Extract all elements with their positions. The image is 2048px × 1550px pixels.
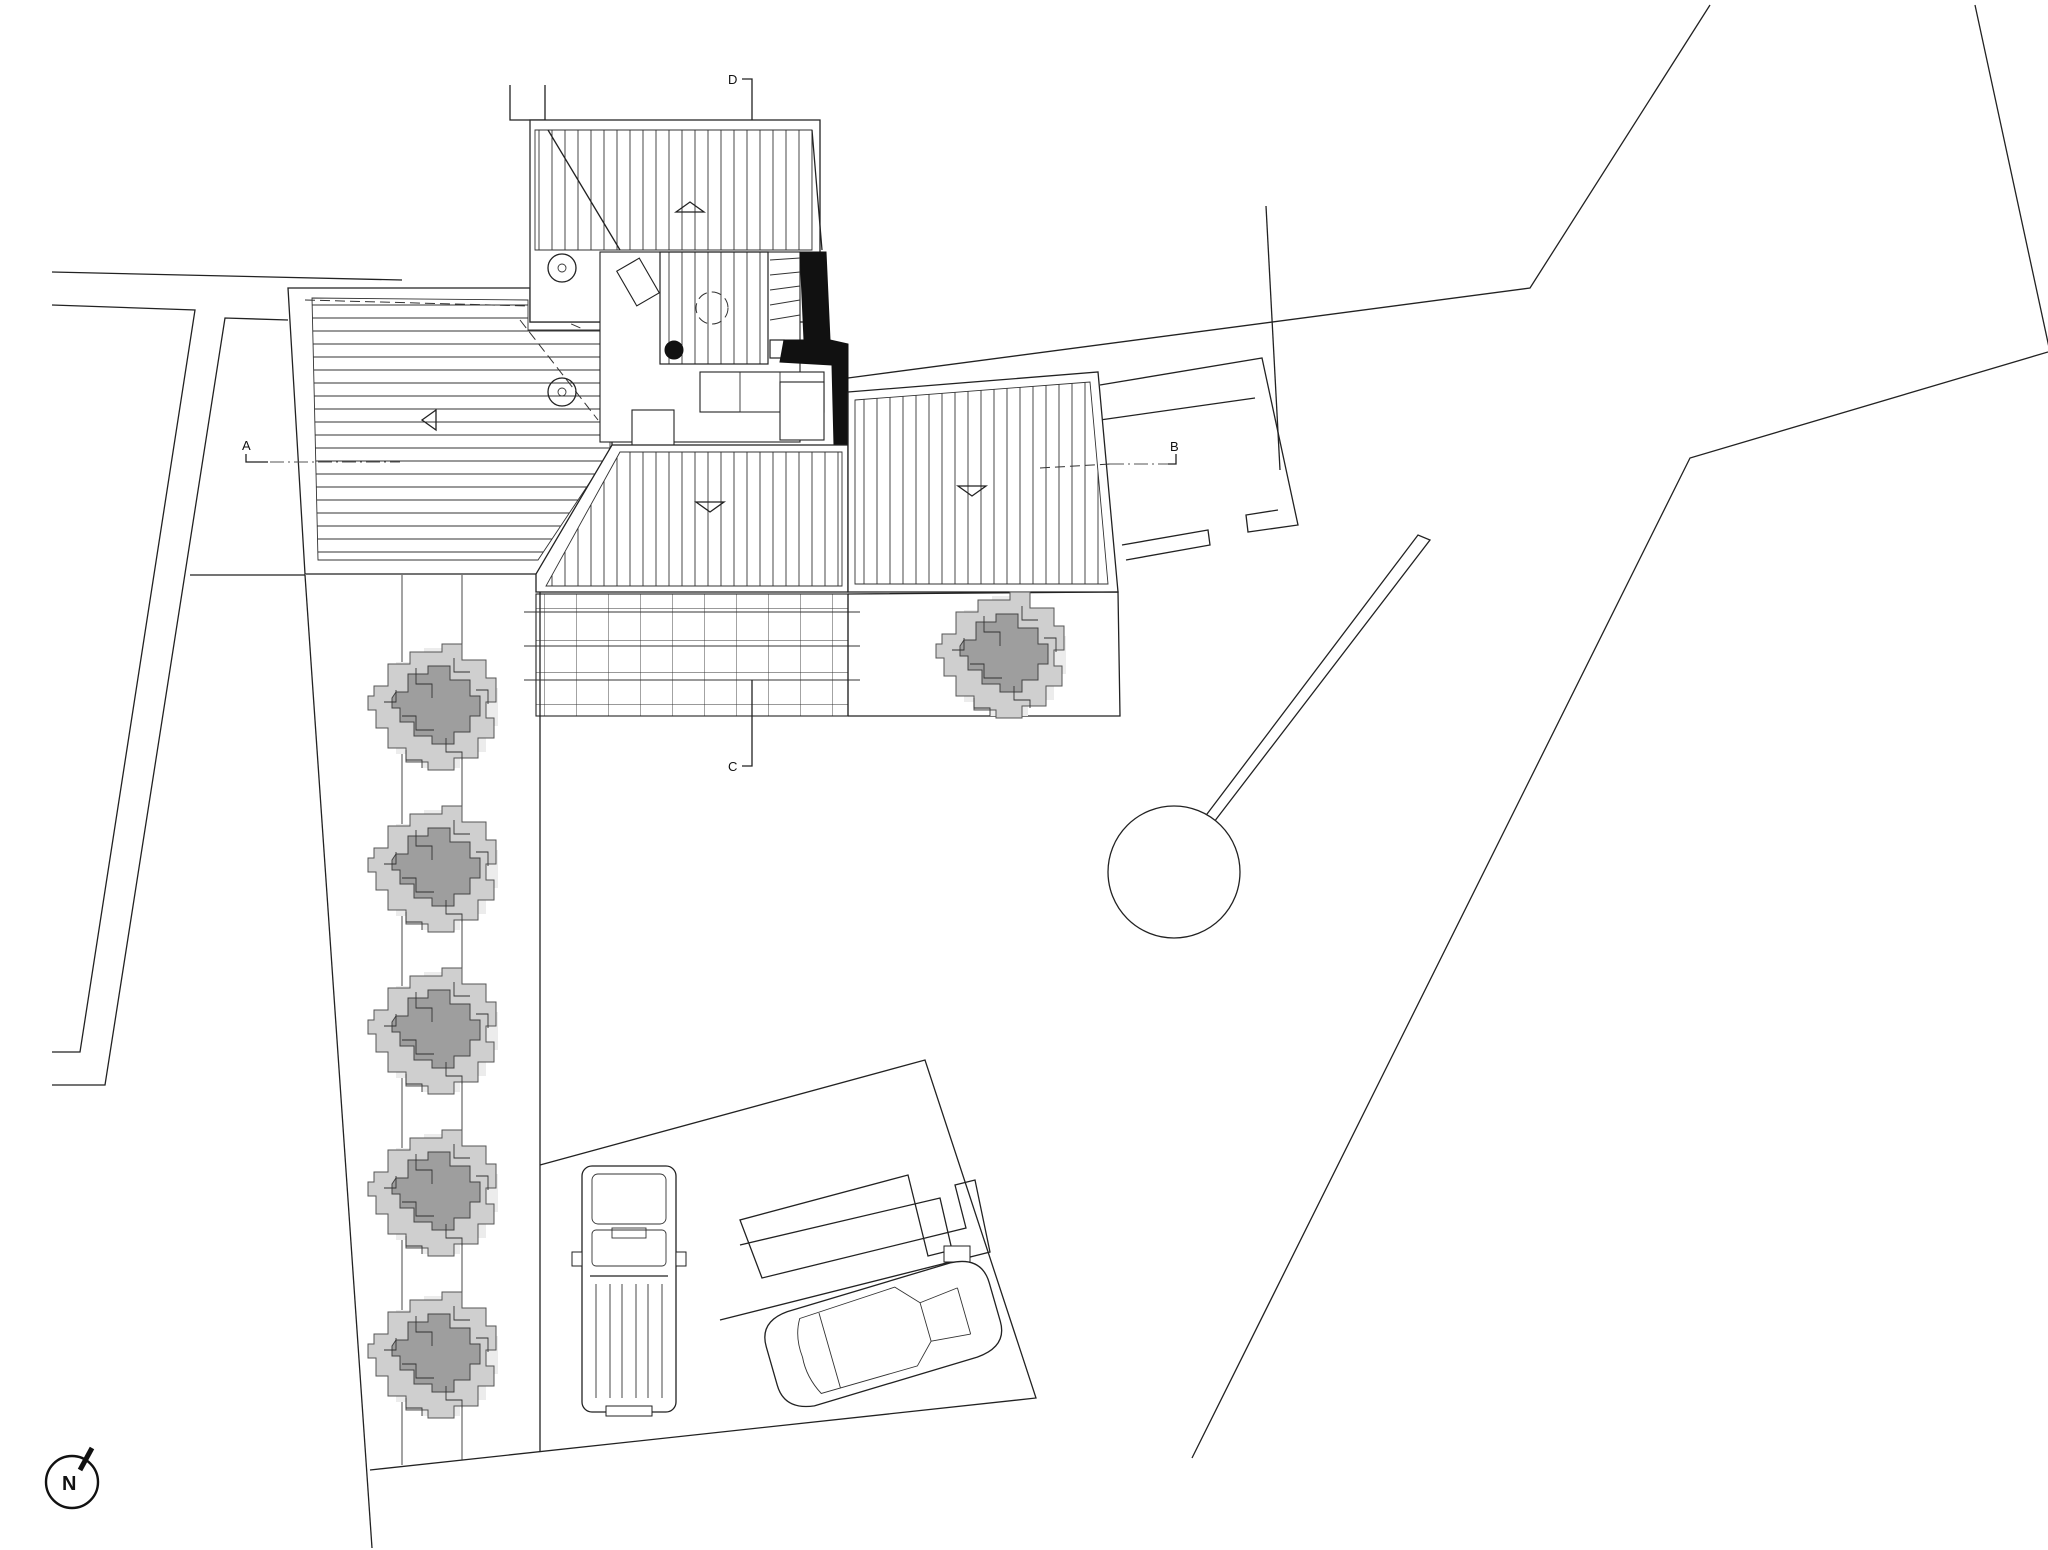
north-arrow-letter: N (62, 1473, 76, 1495)
tree-4 (367, 1129, 499, 1257)
tree-3 (367, 967, 499, 1095)
site-context-lines (51, 4, 2048, 1549)
tree-6 (935, 591, 1067, 719)
pickup-truck (571, 1165, 687, 1417)
tree-2 (367, 805, 499, 933)
section-mark-b: B (1168, 439, 1179, 465)
section-mark-d: D (728, 72, 753, 120)
tree-1 (367, 643, 499, 771)
sedan-car (764, 1260, 1003, 1408)
section-label-a: A (242, 438, 251, 453)
section-mark-c: C (728, 680, 753, 774)
main-building (246, 119, 1168, 717)
round-pool (1107, 534, 1432, 939)
section-label-c: C (728, 759, 737, 774)
section-mark-a: A (242, 438, 268, 463)
tree-5 (367, 1291, 499, 1419)
section-label-b: B (1170, 439, 1179, 454)
section-label-d: D (728, 72, 737, 87)
north-arrow-icon: N (44, 1446, 100, 1510)
